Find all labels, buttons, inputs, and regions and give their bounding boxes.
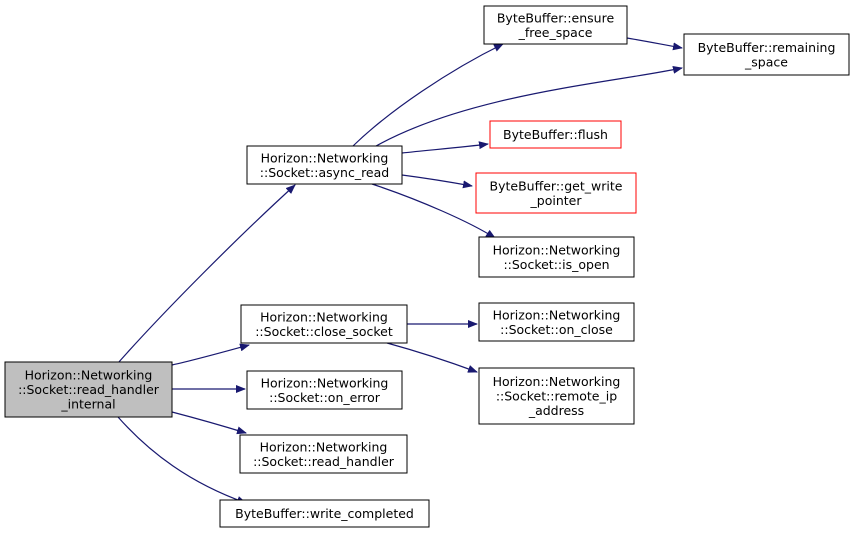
node-label-line: Horizon::Networking (260, 439, 388, 454)
edge-arrow (117, 416, 247, 504)
node-read-handler-internal[interactable]: Horizon::Networking::Socket::read_handle… (4, 361, 173, 418)
node-label-line: ByteBuffer::ensure (497, 10, 615, 25)
node-label-line: _free_space (518, 25, 593, 40)
node-label-line: Horizon::Networking (493, 242, 621, 257)
edge-close_socket-to-remote_ip_address (386, 342, 478, 373)
node-box (683, 33, 850, 76)
node-on-close[interactable]: Horizon::Networking::Socket::on_close (478, 302, 635, 342)
edge-arrow (386, 342, 478, 373)
node-flush[interactable]: ByteBuffer::flush (489, 120, 622, 149)
node-close-socket[interactable]: Horizon::Networking::Socket::close_socke… (240, 304, 408, 344)
edge-read_handler_internal-to-write_completed (117, 416, 247, 504)
node-label-line: ::Socket::read_handler (18, 382, 160, 397)
edge-async_read-to-is_open (371, 183, 496, 239)
edge-read_handler_internal-to-async_read (117, 184, 296, 364)
node-box (219, 499, 430, 528)
node-async-read[interactable]: Horizon::Networking::Socket::async_read (246, 145, 403, 185)
node-label-line: ::Socket::on_close (500, 322, 613, 337)
edge-ensure_free_space-to-remaining_space (626, 37, 683, 51)
edge-arrow (171, 411, 247, 435)
node-box (246, 145, 403, 185)
edge-async_read-to-remaining_space (375, 65, 683, 147)
node-remaining-space[interactable]: ByteBuffer::remaining_space (683, 33, 850, 76)
node-write-completed[interactable]: ByteBuffer::write_completed (219, 499, 430, 528)
edge-arrow (626, 37, 683, 51)
node-ensure-free-space[interactable]: ByteBuffer::ensure_free_space (483, 5, 628, 45)
node-label-line: _address (528, 403, 584, 418)
node-label-line: ByteBuffer::remaining (698, 40, 836, 55)
node-label-line: Horizon::Networking (493, 307, 621, 322)
node-label-line: ::Socket::on_error (269, 390, 381, 405)
edge-read_handler_internal-to-read_handler (171, 411, 247, 435)
edge-async_read-to-flush (401, 141, 489, 154)
edge-arrow (117, 184, 296, 364)
node-label-line: ::Socket::remote_ip (496, 389, 617, 404)
node-box (246, 370, 403, 410)
node-box (240, 304, 408, 344)
node-is-open[interactable]: Horizon::Networking::Socket::is_open (478, 236, 635, 278)
node-label-line: ::Socket::is_open (503, 257, 609, 272)
edge-read_handler_internal-to-close_socket (171, 343, 250, 366)
node-box (478, 236, 635, 278)
node-label-line: _space (744, 54, 788, 69)
node-label-line: Horizon::Networking (493, 374, 621, 389)
node-box (475, 172, 637, 214)
node-label-line: ByteBuffer::write_completed (235, 506, 414, 521)
node-label-line: _pointer (530, 193, 583, 208)
node-label-line: ::Socket::close_socket (255, 324, 393, 339)
edge-arrow (401, 141, 489, 154)
node-on-error[interactable]: Horizon::Networking::Socket::on_error (246, 370, 403, 410)
node-box (239, 434, 408, 474)
node-box (478, 367, 635, 425)
edge-arrow (375, 65, 683, 147)
edge-arrow (171, 343, 250, 366)
edge-arrow (401, 174, 473, 189)
node-label-line: Horizon::Networking (261, 150, 389, 165)
node-label-line: Horizon::Networking (25, 368, 153, 383)
node-box (478, 302, 635, 342)
node-label-line: _internal (60, 397, 115, 412)
node-label-line: Horizon::Networking (260, 309, 388, 324)
node-label-line: ByteBuffer::flush (503, 127, 608, 142)
edge-async_read-to-ensure_free_space (352, 43, 504, 147)
node-box (483, 5, 628, 45)
node-get-write-pointer[interactable]: ByteBuffer::get_write_pointer (475, 172, 637, 214)
node-remote-ip-address[interactable]: Horizon::Networking::Socket::remote_ip_a… (478, 367, 635, 425)
node-label-line: Horizon::Networking (261, 375, 389, 390)
nodes-layer: Horizon::Networking::Socket::read_handle… (4, 5, 850, 528)
edge-arrow (352, 43, 504, 147)
edge-arrow (371, 183, 496, 239)
node-label-line: ByteBuffer::get_write (490, 178, 623, 193)
node-box (4, 361, 173, 418)
node-read-handler[interactable]: Horizon::Networking::Socket::read_handle… (239, 434, 408, 474)
node-label-line: ::Socket::read_handler (253, 454, 395, 469)
node-label-line: ::Socket::async_read (260, 165, 389, 180)
edges-layer (117, 37, 683, 504)
node-box (489, 120, 622, 149)
edge-async_read-to-get_write_pointer (401, 174, 473, 189)
